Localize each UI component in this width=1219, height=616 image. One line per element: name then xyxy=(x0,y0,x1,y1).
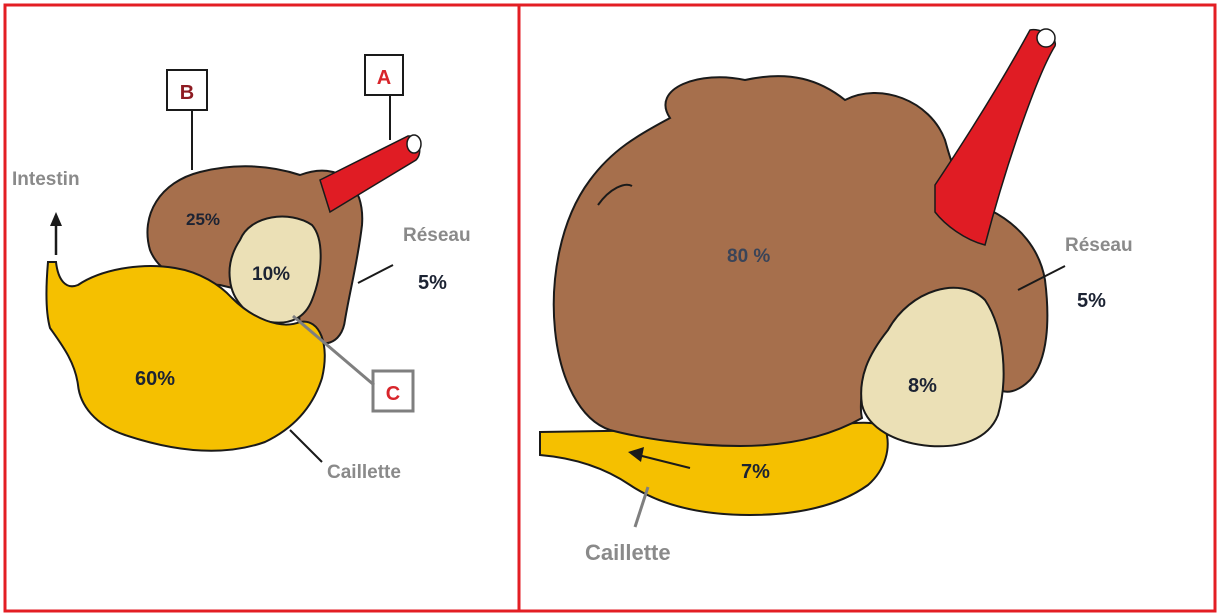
left-reseau-percent: 5% xyxy=(418,272,447,294)
left-caillette-label: Caillette xyxy=(327,462,401,483)
intestin-arrow-head xyxy=(50,212,62,226)
label-a-text: A xyxy=(377,67,391,89)
right-rumen-percent: 80 % xyxy=(727,246,770,267)
left-reseau-pointer xyxy=(358,265,393,283)
left-rumen-percent: 25% xyxy=(186,210,220,229)
right-abomasum-percent: 7% xyxy=(741,461,770,483)
left-omasum-percent: 10% xyxy=(252,264,290,285)
left-abomasum-percent: 60% xyxy=(135,368,175,390)
right-caillette-label: Caillette xyxy=(585,540,671,565)
left-panel: B A C Intestin 25% 10% Réseau 5% 60% Cai… xyxy=(12,55,471,483)
left-esophagus-shape xyxy=(320,136,420,212)
right-esophagus-opening xyxy=(1037,29,1055,47)
left-reseau-label: Réseau xyxy=(403,225,471,246)
right-reseau-percent: 5% xyxy=(1077,290,1106,312)
label-c-text: C xyxy=(386,383,400,405)
label-b-text: B xyxy=(180,82,194,104)
intestin-label: Intestin xyxy=(12,169,80,190)
right-reseau-label: Réseau xyxy=(1065,235,1133,256)
left-esophagus-opening xyxy=(407,135,421,153)
left-caillette-pointer xyxy=(290,430,322,462)
right-panel: 80 % Réseau 5% 8% 7% Caillette xyxy=(540,29,1133,565)
right-omasum-percent: 8% xyxy=(908,375,937,397)
